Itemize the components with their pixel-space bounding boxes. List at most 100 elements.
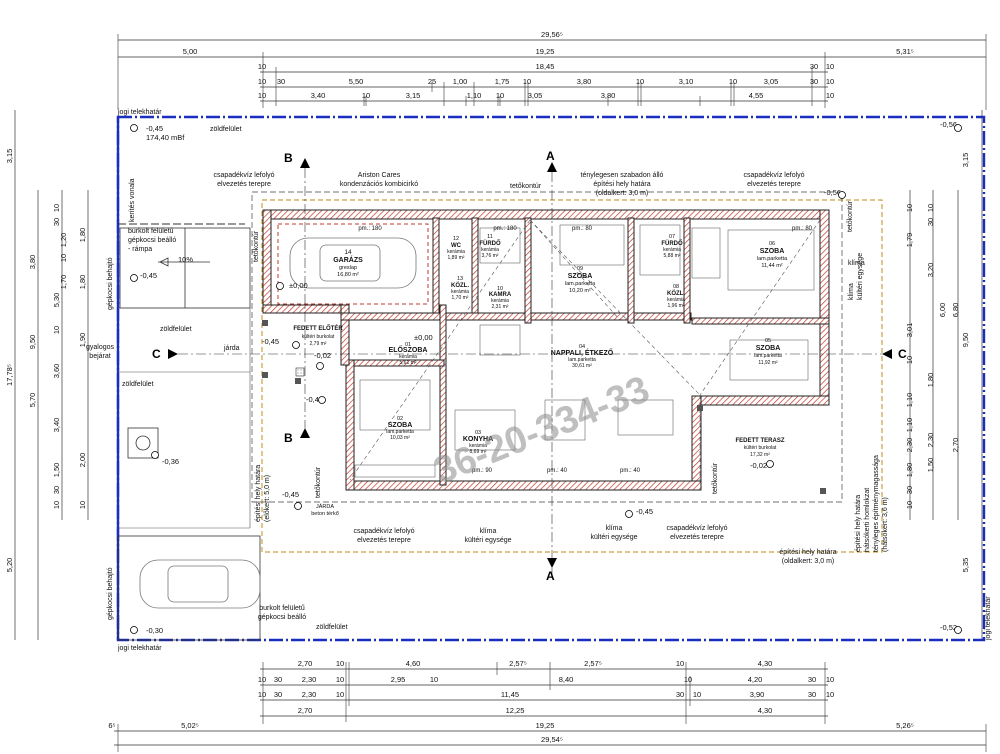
room-bedroom-09: 09 SZOBA lam.parketta 10,20 m² (565, 266, 596, 294)
dim-top-row2: 5,31⁵ (896, 47, 914, 56)
svg-text:11,44 m²: 11,44 m² (761, 263, 782, 269)
svg-text:5,88 m²: 5,88 m² (664, 253, 681, 259)
dim-right-detail: 10 (905, 356, 914, 364)
bottom-dimension-texts: 2,70 10 4,60 2,57⁵ 2,57⁵ 10 4,30 10 30 2… (108, 659, 914, 744)
dim-top-row5: 10 (826, 91, 834, 100)
dim-bottom-row2: 2,30 (302, 675, 317, 684)
dim-top-row3: 10 (258, 62, 266, 71)
svg-text:kerámia: kerámia (491, 298, 509, 304)
dim-bottom-row3: 10 (336, 690, 344, 699)
dim-top-row4: 25 (428, 77, 436, 86)
dim-bottom-row3: 10 (826, 690, 834, 699)
dim-right-inner: 2,30 (926, 433, 935, 448)
label-epitesi-right: építési hely határa hátsókerti homlokzat… (855, 455, 889, 552)
svg-text:KÖZL.: KÖZL. (451, 282, 469, 289)
svg-text:gépkocsi beálló: gépkocsi beálló (258, 614, 306, 621)
svg-text:greslap: greslap (339, 265, 357, 271)
dim-bottom-row2: 10 (430, 675, 438, 684)
svg-text:11: 11 (487, 234, 493, 240)
dim-bottom-row4: 4,30 (758, 706, 773, 715)
elevation-nw: -0,45 (146, 124, 163, 133)
dim-top-row5: 10 (258, 91, 266, 100)
svg-text:gépkocsi beálló: gépkocsi beálló (128, 237, 176, 244)
dim-bottom-row2: 8,40 (559, 675, 574, 684)
svg-text:KAMRA: KAMRA (489, 292, 512, 298)
svg-text:1,89 m²: 1,89 m² (448, 255, 465, 261)
elevation-se: -0,52 (940, 623, 957, 632)
svg-text:kültéri burkolat: kültéri burkolat (744, 445, 777, 451)
svg-text:kerámia: kerámia (667, 297, 685, 303)
section-marker-b-top: B (284, 151, 310, 168)
label-gyalogos: gyalogos bejárat (86, 344, 115, 360)
svg-text:8,69 m²: 8,69 m² (470, 449, 487, 455)
dim-bottom-row5: 5,02⁵ (181, 721, 199, 730)
room-covered-porch: FEDETT ELŐTÉR kültéri burkolat 2,79 m² (293, 324, 343, 347)
svg-text:GARÁZS: GARÁZS (333, 255, 363, 264)
room-bedroom-05: 05 SZOBA lam.parketta 11,92 m² (754, 338, 782, 366)
svg-text:klíma: klíma (848, 283, 855, 300)
walls (262, 209, 830, 491)
label-epitesi-bottom: építési hely határa (oldalkert: 3,0 m) (779, 549, 836, 565)
label-zold-mid: zöldfelület (160, 326, 192, 333)
elevation-ne: -0,56 (940, 120, 957, 129)
label-tetokontur-left-2: tetőkontúr (315, 466, 322, 498)
svg-text:kültéri egysége: kültéri egysége (464, 537, 511, 544)
dim-right-inner: 1,80 (926, 373, 935, 388)
room-corridor-2: 08 KÖZL. kerámia 1,96 m² (667, 284, 685, 309)
dim-bottom-row3: 10 (693, 690, 701, 699)
label-epitesi-top: ténylegesen szabadon álló építési hely h… (581, 172, 664, 197)
svg-text:FÜRDŐ: FÜRDŐ (479, 240, 501, 247)
dim-bottom-row1: 2,57⁵ (584, 659, 602, 668)
dim-bottom-row5: 6⁵ (108, 721, 115, 730)
label-jogi-bottom: jogi telekhatár (117, 645, 162, 652)
left-dimension-texts: 3,15 17,78⁵ 5,70 5,20 3,80 9,50 3,60 5,3… (5, 149, 87, 573)
dim-left-outer: 17,78⁵ (5, 364, 14, 386)
svg-text:pm.: 40: pm.: 40 (620, 468, 641, 474)
svg-text:10: 10 (497, 286, 503, 292)
watermark-phone: 36-20-334-33 (428, 368, 655, 492)
dim-right-outer: 9,50 (961, 333, 970, 348)
svg-text:(oldalkert: 3,0 m): (oldalkert: 3,0 m) (782, 558, 835, 565)
svg-text:A: A (546, 149, 555, 163)
dim-bottom-row3: 11,45 (501, 690, 519, 699)
dim-left-inner: 3,40 (52, 418, 61, 433)
bottom-dimension-lines (114, 662, 987, 752)
dim-bottom-row4: 12,25 (506, 706, 525, 715)
svg-text:06: 06 (769, 241, 775, 247)
svg-text:elvezetés terepre: elvezetés terepre (217, 181, 271, 188)
label-gepkocsi-bottom: gépkocsi behajtó (107, 567, 114, 620)
dim-right-outer: 5,35 (961, 558, 970, 573)
room-bathroom-2: 07 FÜRDŐ kerámia 5,88 m² (661, 234, 683, 259)
svg-text:építési hely határa: építési hely határa (593, 181, 650, 188)
label-jarda: járda (223, 345, 240, 352)
dim-left-detail: 10 (59, 254, 68, 262)
dim-bottom-row2: 4,20 (748, 675, 763, 684)
label-jarda-beton: JÁRDA beton térkő (311, 503, 339, 517)
svg-text:KÖZL.: KÖZL. (667, 290, 685, 297)
dim-right-detail: 30 (905, 486, 914, 494)
svg-text:kültéri egysége: kültéri egysége (590, 534, 637, 541)
svg-text:elvezetés terepre: elvezetés terepre (357, 537, 411, 544)
section-marker-c-left: C (152, 347, 882, 361)
elevation-left-mid: -0,45 (140, 271, 157, 280)
dim-top-row5: 3,40 (311, 91, 326, 100)
svg-text:3,76 m²: 3,76 m² (482, 253, 499, 259)
dim-top-row4: 30 (277, 77, 285, 86)
svg-text:kerámia: kerámia (399, 354, 417, 360)
dim-bottom-row3: 10 (258, 690, 266, 699)
svg-text:16,80 m²: 16,80 m² (337, 272, 359, 278)
dim-bottom-row3: 30 (676, 690, 684, 699)
dim-right-inner: 6,80 (951, 303, 960, 318)
svg-text:SZOBA: SZOBA (760, 248, 785, 255)
svg-text:JÁRDA: JÁRDA (316, 503, 334, 510)
svg-text:kerámia: kerámia (481, 247, 499, 253)
label-tetokontur-right-2: tetőkontúr (712, 462, 719, 494)
water-meter-shaft (127, 427, 159, 459)
svg-text:(hátsókert: 3,6 m): (hátsókert: 3,6 m) (882, 497, 889, 552)
dim-top-row3: 18,45 (536, 62, 555, 71)
dim-top-row4: 3,80 (577, 77, 592, 86)
dim-bottom-row3: 30 (808, 690, 816, 699)
elevation-bottom-mid: -0,45 (636, 507, 653, 516)
svg-text:2,31 m²: 2,31 m² (492, 304, 509, 310)
svg-text:építési hely határa: építési hely határa (855, 495, 862, 552)
